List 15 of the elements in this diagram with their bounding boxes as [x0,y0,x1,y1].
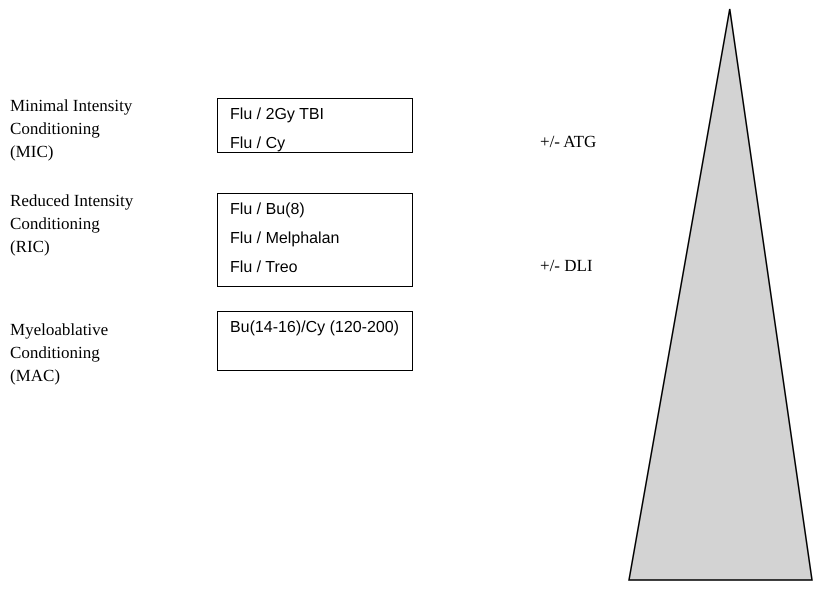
conditioning-label: Minimal Intensity Conditioning (MIC) [10,95,134,163]
note-label: +/- ATG [540,131,598,153]
regimen-text: Flu / Bu(8) [230,200,305,220]
note-label: +/- DLI [540,255,594,277]
conditioning-label: Myeloablative Conditioning (MAC) [10,319,110,387]
regimen-text: Flu / Cy [230,134,286,154]
intensity-triangle [628,8,813,581]
regimen-text: Flu / Melphalan [230,229,340,249]
regimen-text: Flu / 2Gy TBI [230,105,324,125]
conditioning-label: Reduced Intensity Conditioning (RIC) [10,190,134,258]
regimen-text: Bu(14-16)/Cy (120-200) [230,318,399,338]
regimen-box [217,311,413,371]
regimen-text: Flu / Treo [230,258,298,278]
regimen-box [217,193,413,287]
regimen-box [217,98,413,153]
